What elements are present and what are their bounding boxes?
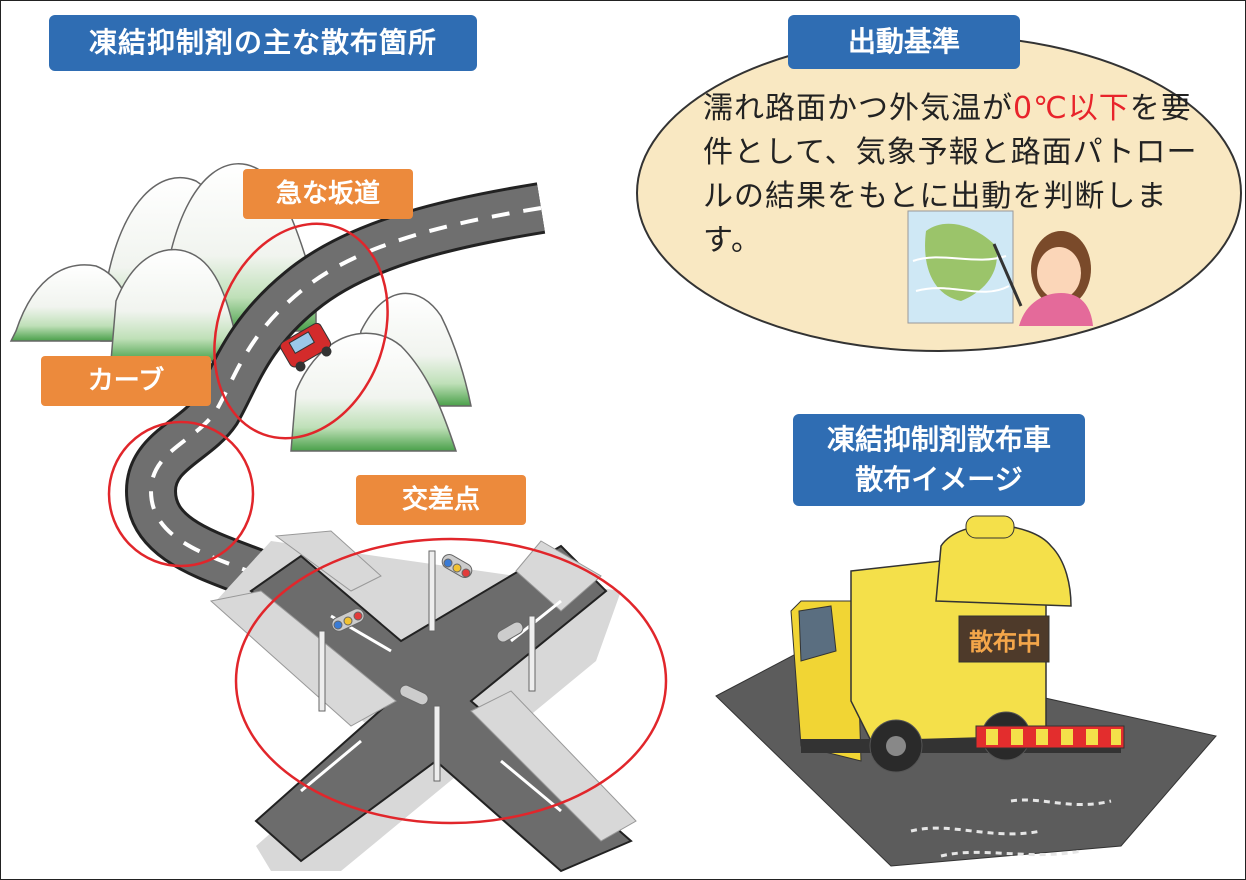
standard-text-before: 濡れ路面かつ外気温が (703, 91, 1013, 126)
page-title: 凍結抑制剤の主な散布箇所 (49, 15, 477, 71)
spreader-truck-illustration (715, 515, 1217, 867)
intersection-circle (234, 537, 668, 825)
truck-title-line1: 凍結抑制剤散布車 (826, 423, 1051, 456)
intersection-road (209, 530, 637, 873)
weather-presenter-illustration (907, 210, 1093, 326)
standard-title: 出動基準 (788, 15, 1020, 69)
label-curve: カーブ (41, 356, 211, 406)
truck-title-line2: 散布イメージ (855, 463, 1023, 496)
highlight-circles (107, 222, 668, 825)
car-icon (279, 322, 332, 372)
label-intersection: 交差点 (356, 475, 526, 525)
truck-sign-text: 散布中 (969, 628, 1041, 656)
standard-text-after: を要件として、気象予報と路面パトロールの結果をもとに出動を判断します。 (703, 91, 1198, 258)
standard-text: 濡れ路面かつ外気温が0℃以下を要件として、気象予報と路面パトロールの結果をもとに… (703, 87, 1213, 263)
curve-circle (107, 420, 255, 568)
label-steep-slope: 急な坂道 (243, 169, 413, 219)
slope-circle (213, 222, 389, 440)
truck-title: 凍結抑制剤散布車 散布イメージ (793, 414, 1085, 506)
winding-road (124, 182, 546, 624)
standard-text-highlight: 0℃以下 (1013, 91, 1130, 126)
